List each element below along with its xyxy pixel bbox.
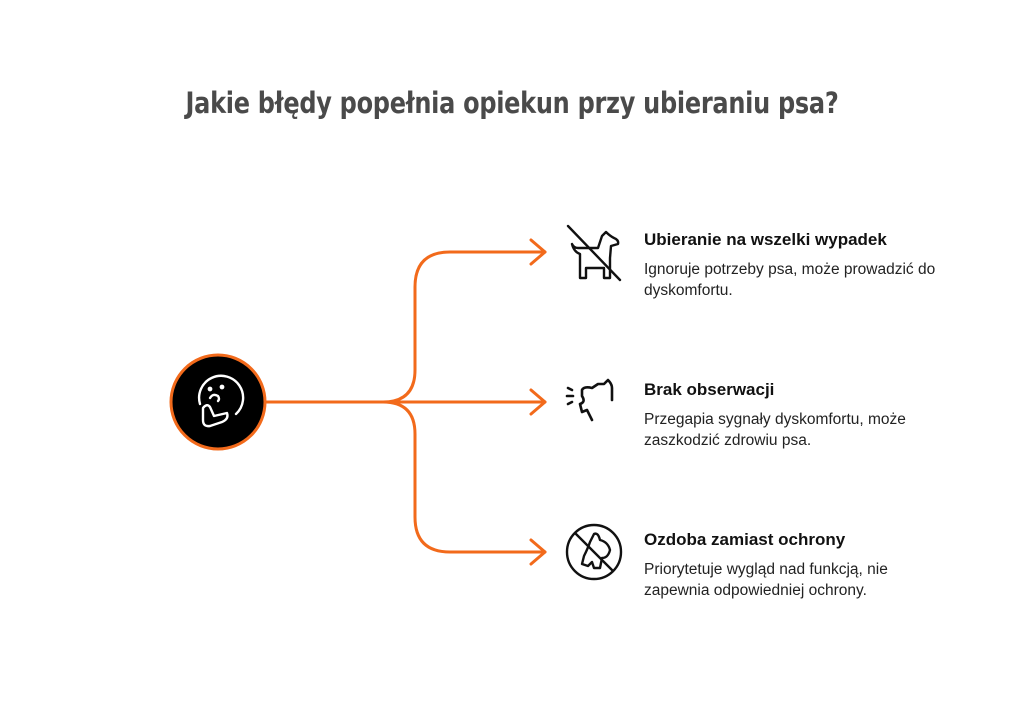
branch-description: Priorytetuje wygląd nad funkcją, nie zap… bbox=[644, 561, 888, 599]
branch-description: Ignoruje potrzeby psa, może prowadzić do… bbox=[644, 261, 936, 299]
branch-heading: Brak obserwacji bbox=[644, 380, 775, 399]
page-title: Jakie błędy popełnia opiekun przy ubiera… bbox=[185, 86, 839, 120]
connector-bottom bbox=[381, 400, 547, 554]
branch-heading: Ubieranie na wszelki wypadek bbox=[644, 230, 887, 249]
arrowhead-middle bbox=[529, 388, 547, 416]
branch-heading: Ozdoba zamiast ochrony bbox=[644, 530, 846, 549]
branch-item-2: Brak obserwacji Przegapia sygnały dyskom… bbox=[644, 380, 944, 451]
arrowhead-top bbox=[529, 238, 547, 266]
connector-top bbox=[381, 250, 547, 404]
no-dog-icon bbox=[562, 222, 626, 286]
no-dog-clothing-icon bbox=[562, 520, 626, 584]
thinking-face-icon bbox=[197, 374, 245, 428]
branch-item-3: Ozdoba zamiast ochrony Priorytetuje wygl… bbox=[644, 530, 944, 601]
arrowhead-bottom bbox=[529, 538, 547, 566]
branch-item-1: Ubieranie na wszelki wypadek Ignoruje po… bbox=[644, 230, 944, 301]
barking-dog-icon bbox=[562, 374, 626, 438]
branch-description: Przegapia sygnały dyskomfortu, może zasz… bbox=[644, 411, 906, 449]
